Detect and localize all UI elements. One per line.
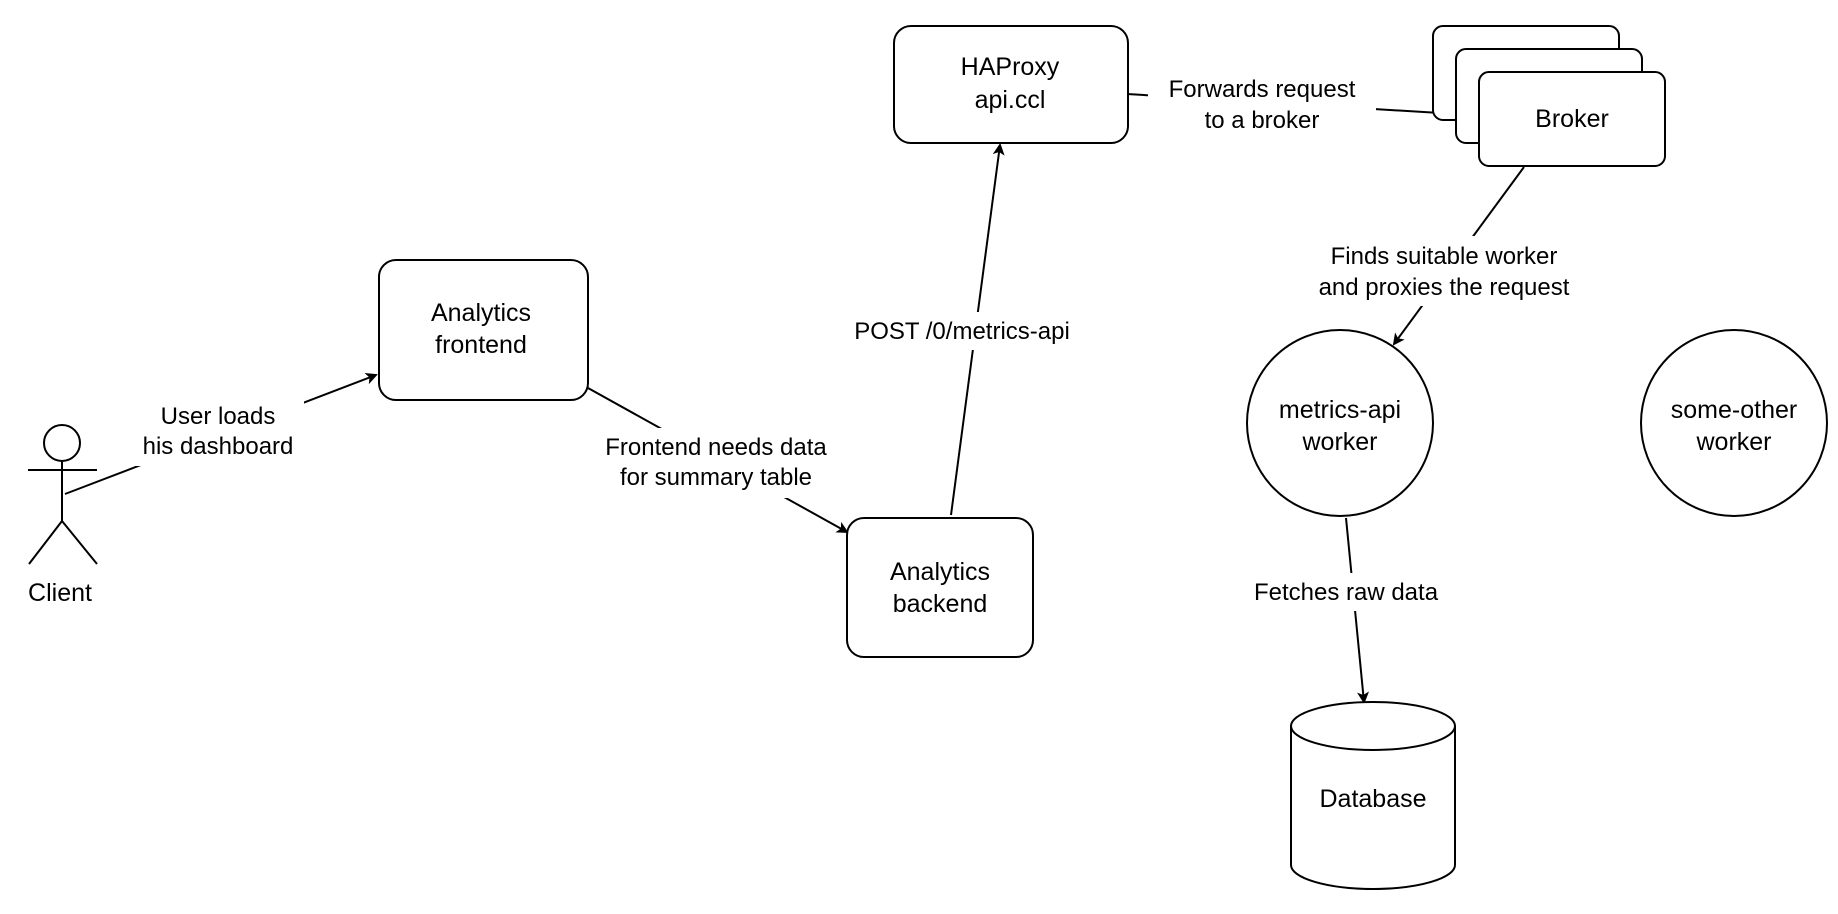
database-cylinder-icon: [1290, 701, 1456, 890]
database-label: Database: [1319, 785, 1426, 813]
edge-label-user-loads: User loads: [161, 403, 276, 430]
metrics-api-worker-node: metrics-api worker: [1246, 329, 1434, 517]
analytics-backend-label-line2: backend: [893, 590, 988, 618]
edge-frontend-to-backend: Frontend needs data for summary table: [587, 387, 849, 533]
edge-broker-to-worker: Finds suitable worker and proxies the re…: [1295, 166, 1595, 346]
edge-worker-to-database: Fetches raw data: [1236, 517, 1456, 704]
client-label: Client: [28, 579, 92, 607]
edge-label-post-metrics-api: POST /0/metrics-api: [854, 318, 1070, 345]
edge-label-and-proxies-the-request: and proxies the request: [1319, 274, 1570, 301]
broker-node: [1478, 71, 1666, 167]
edge-label-frontend-needs-data: Frontend needs data: [605, 434, 827, 461]
edge-label-his-dashboard: his dashboard: [143, 433, 294, 460]
some-other-worker-node: some-other worker: [1640, 329, 1828, 517]
metrics-api-worker-label-line2: worker: [1301, 428, 1377, 456]
haproxy-node: HAProxy api.ccl: [893, 25, 1129, 144]
some-other-worker-label-line2: worker: [1695, 428, 1771, 456]
haproxy-label-line2: api.ccl: [975, 86, 1046, 114]
analytics-frontend-label-line2: frontend: [435, 331, 527, 359]
some-other-worker-label-line1: some-other: [1671, 396, 1797, 424]
haproxy-label-line1: HAProxy: [961, 53, 1060, 81]
edge-haproxy-to-broker: Forwards request to a broker: [1126, 72, 1475, 138]
edge-label-for-summary-table: for summary table: [620, 464, 812, 491]
edge-backend-to-haproxy: POST /0/metrics-api: [834, 143, 1090, 516]
client-actor: Client: [28, 424, 98, 607]
database-node: Database: [1290, 701, 1456, 890]
edge-label-finds-suitable-worker: Finds suitable worker: [1331, 243, 1558, 270]
stick-figure-icon: [28, 424, 98, 565]
analytics-frontend-label-line1: Analytics: [431, 299, 531, 327]
edge-client-to-frontend: User loads his dashboard: [64, 372, 378, 495]
analytics-backend-label-line1: Analytics: [890, 558, 990, 586]
metrics-api-worker-label-line1: metrics-api: [1279, 396, 1401, 424]
edge-label-forwards-request: Forwards request: [1169, 76, 1356, 103]
broker-label: Broker: [1535, 105, 1609, 133]
analytics-backend-node: Analytics backend: [846, 517, 1034, 658]
edge-label-fetches-raw-data: Fetches raw data: [1254, 579, 1439, 606]
broker-node-stack: Broker: [1432, 25, 1666, 167]
edge-label-to-a-broker: to a broker: [1205, 107, 1320, 134]
analytics-frontend-node: Analytics frontend: [378, 259, 589, 401]
